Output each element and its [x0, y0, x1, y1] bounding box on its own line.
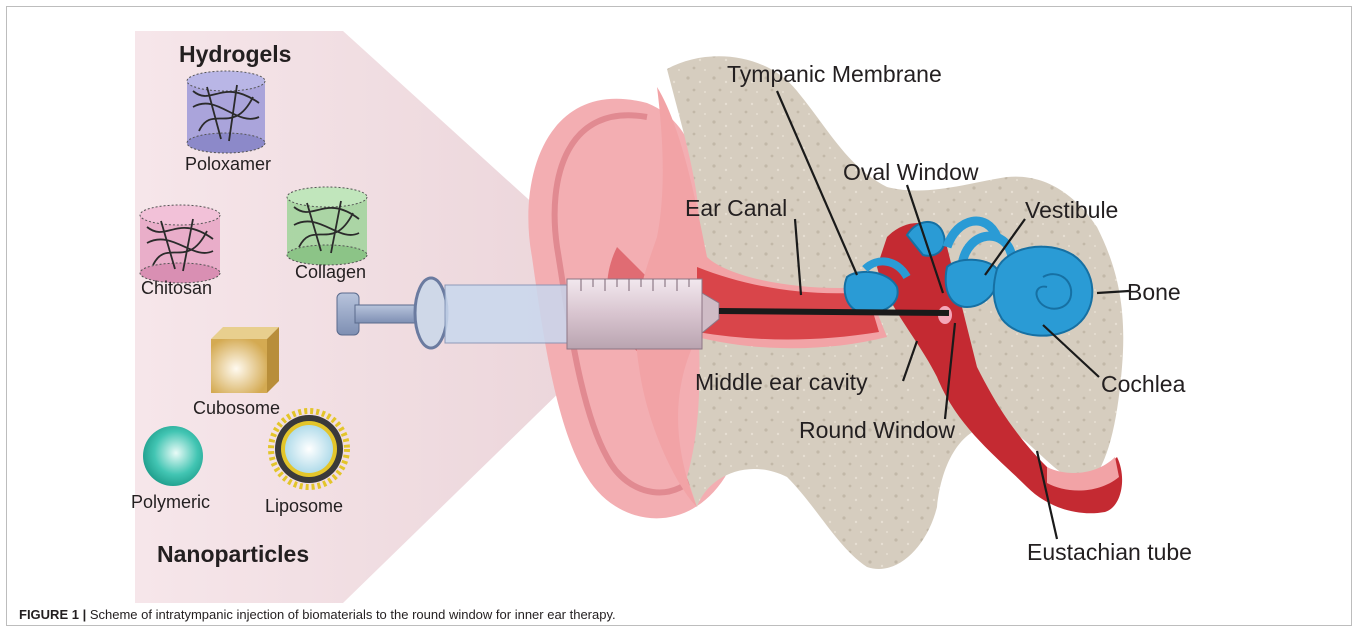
tympanic-membrane-label: Tympanic Membrane — [727, 63, 942, 86]
eustachian-tube-label: Eustachian tube — [1027, 541, 1192, 564]
vestibule-label: Vestibule — [1025, 199, 1118, 222]
collagen-hydrogel-icon — [287, 187, 367, 265]
ear-canal-label: Ear Canal — [685, 197, 787, 220]
poloxamer-label: Poloxamer — [185, 155, 271, 173]
chitosan-label: Chitosan — [141, 279, 212, 297]
cubosome-label: Cubosome — [193, 399, 280, 417]
round-window-label: Round Window — [799, 419, 955, 442]
poloxamer-hydrogel-icon — [187, 71, 265, 153]
middle-ear-cavity-label: Middle ear cavity — [695, 371, 868, 394]
polymeric-label: Polymeric — [131, 493, 210, 511]
caption-text: Scheme of intratympanic injection of bio… — [86, 607, 615, 622]
figure-caption: FIGURE 1 | Scheme of intratympanic injec… — [19, 607, 616, 622]
liposome-label: Liposome — [265, 497, 343, 515]
nanoparticles-title: Nanoparticles — [157, 543, 309, 566]
cochlea-label: Cochlea — [1101, 373, 1185, 396]
chitosan-hydrogel-icon — [140, 205, 220, 283]
hydrogels-title: Hydrogels — [179, 43, 291, 66]
cubosome-icon — [211, 327, 279, 393]
bone-label: Bone — [1127, 281, 1181, 304]
collagen-label: Collagen — [295, 263, 366, 281]
polymeric-nanoparticle-icon — [143, 426, 203, 486]
figure-panel: Hydrogels Poloxamer Chitosan Collagen Cu… — [6, 6, 1352, 626]
caption-label: FIGURE 1 | — [19, 607, 86, 622]
oval-window-label: Oval Window — [843, 161, 978, 184]
ear-diagram — [7, 7, 1353, 627]
